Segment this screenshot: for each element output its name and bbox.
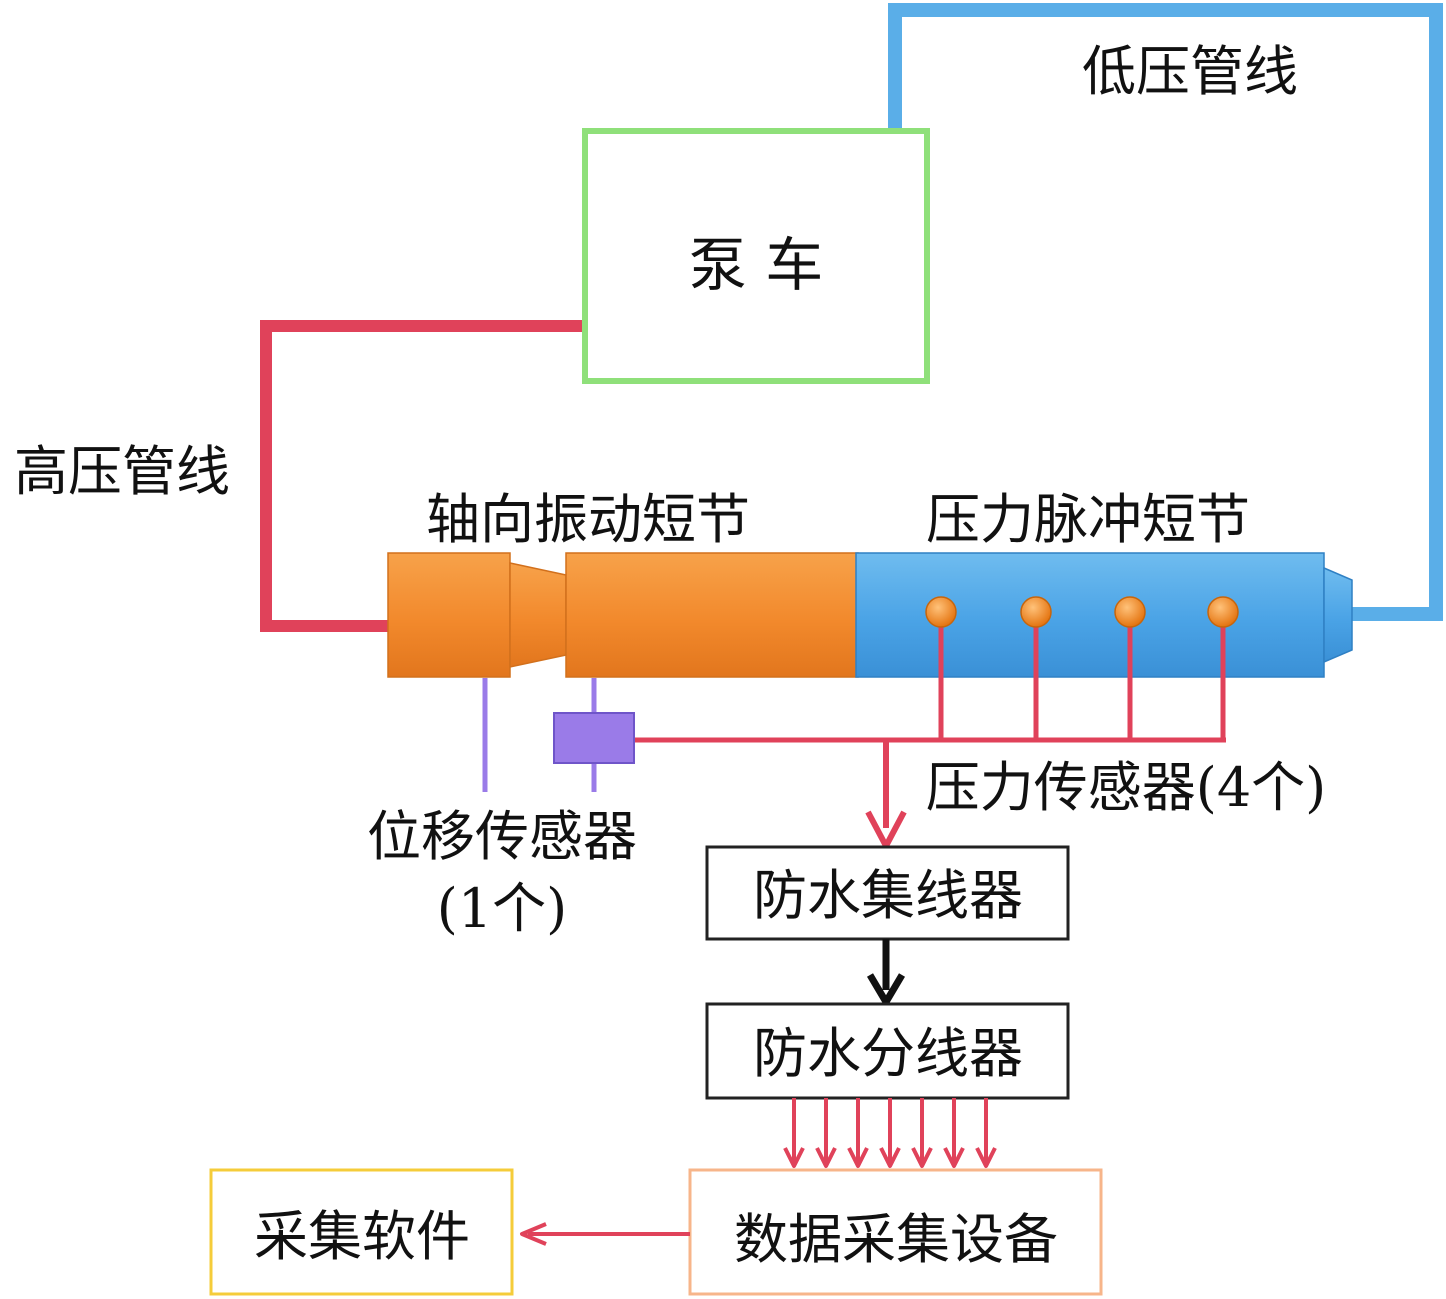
- pressure-sensor-1: [925, 596, 957, 628]
- pressure-sensor-4: [1207, 596, 1239, 628]
- acquisition-software-label: 采集软件: [254, 1205, 470, 1268]
- pressure-sensor-wiring: [632, 614, 1226, 743]
- axial-vibration-sub: [387, 552, 859, 678]
- low-pressure-line-label: 低压管线: [1082, 40, 1298, 103]
- low-pressure-line: [888, 3, 1443, 621]
- acquisition-software-box: [209, 1168, 514, 1296]
- pressure-pulse-sub-label: 压力脉冲短节: [926, 488, 1250, 551]
- splitter-to-daq-arrows: [783, 1098, 997, 1168]
- pressure-sensor-label: 压力传感器(4个): [926, 756, 1327, 819]
- displacement-sensor-label: 位移传感器: [367, 805, 637, 868]
- pressure-sensor-2: [1020, 596, 1052, 628]
- pump-truck-box: [582, 128, 930, 384]
- displacement-sensor-count: (1个): [437, 877, 568, 940]
- high-pressure-line-label: 高压管线: [14, 440, 230, 503]
- data-acquisition-box: [688, 1168, 1103, 1296]
- waterproof-hub-box: [705, 845, 1070, 941]
- waterproof-hub-label: 防水集线器: [753, 864, 1023, 927]
- waterproof-splitter-box: [705, 1002, 1070, 1100]
- hub-to-splitter-arrowhead: [866, 973, 906, 1006]
- pressure-sensor-3: [1114, 596, 1146, 628]
- axial-vibration-sub-label: 轴向振动短节: [426, 488, 750, 551]
- high-pressure-line: [260, 320, 584, 632]
- data-acquisition-label: 数据采集设备: [734, 1208, 1058, 1271]
- daq-to-software-arrowhead: [520, 1222, 547, 1246]
- pump-truck-label: 泵 车: [689, 231, 823, 299]
- waterproof-splitter-label: 防水分线器: [753, 1022, 1023, 1085]
- displacement-sensor: [553, 712, 635, 764]
